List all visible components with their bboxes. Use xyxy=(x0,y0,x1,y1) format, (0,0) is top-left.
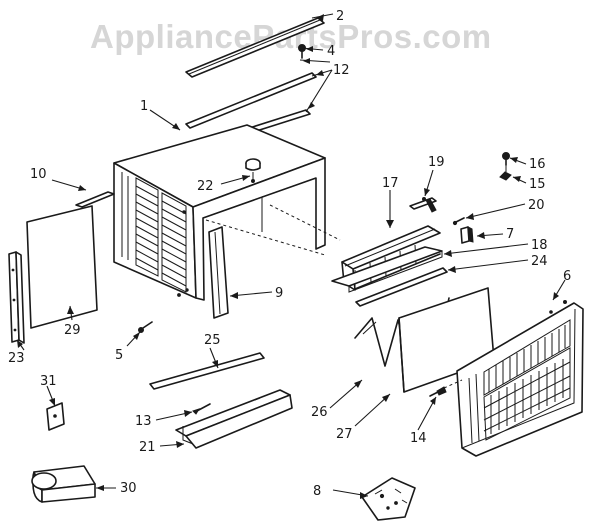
part-18-tray xyxy=(331,246,443,293)
callout-24: 24 xyxy=(531,254,548,269)
callout-30: 30 xyxy=(120,481,137,496)
callout-22: 22 xyxy=(197,179,214,194)
part-6-front-grille xyxy=(456,300,584,457)
callout-31: 31 xyxy=(40,374,57,389)
part-14-screw xyxy=(429,379,463,397)
leader-arrowheads xyxy=(17,14,559,499)
part-23-side-channel xyxy=(8,251,25,344)
part-5-screw xyxy=(138,321,153,333)
part-1-cabinet xyxy=(113,124,341,301)
part-13-screw xyxy=(192,403,211,415)
part-10-strip xyxy=(75,191,115,208)
callout-23: 23 xyxy=(8,351,25,366)
callout-18: 18 xyxy=(531,238,548,253)
part-21-base-bracket xyxy=(175,389,293,449)
callout-1: 1 xyxy=(140,99,148,114)
callout-21: 21 xyxy=(139,440,156,455)
callout-15: 15 xyxy=(529,177,546,192)
part-9-side-panel xyxy=(208,226,229,319)
callout-5: 5 xyxy=(115,348,123,363)
part-15-washer xyxy=(499,165,512,181)
part-19-bracket xyxy=(409,197,437,213)
part-31-clip xyxy=(46,402,65,431)
callout-13: 13 xyxy=(135,414,152,429)
part-8-hardware-bag xyxy=(361,477,416,521)
callout-16: 16 xyxy=(529,157,546,172)
callout-4: 4 xyxy=(327,44,335,59)
part-7-block xyxy=(460,226,474,244)
part-20-screw xyxy=(452,217,465,226)
part-22-knob xyxy=(245,158,261,183)
callout-labels: 2 4 12 1 10 22 19 17 16 15 20 7 18 24 6 … xyxy=(8,9,571,499)
part-30-tape-roll xyxy=(31,465,96,503)
callout-27: 27 xyxy=(336,427,353,442)
part-2-top-rail xyxy=(185,17,325,78)
callout-25: 25 xyxy=(204,333,221,348)
callout-26: 26 xyxy=(311,405,328,420)
callout-17: 17 xyxy=(382,176,399,191)
callout-6: 6 xyxy=(563,269,571,284)
part-16-knob xyxy=(502,152,510,166)
callout-19: 19 xyxy=(428,155,445,170)
part-25-rail xyxy=(149,352,265,390)
callout-8: 8 xyxy=(313,484,321,499)
callout-20: 20 xyxy=(528,198,545,213)
callout-2: 2 xyxy=(336,9,344,24)
callout-10: 10 xyxy=(30,167,47,182)
callout-9: 9 xyxy=(275,286,283,301)
callout-29: 29 xyxy=(64,323,81,338)
callout-12: 12 xyxy=(333,63,350,78)
callout-14: 14 xyxy=(410,431,427,446)
part-24-rail xyxy=(355,267,448,307)
part-29-foam-panel xyxy=(26,205,98,329)
callout-7: 7 xyxy=(506,227,514,242)
